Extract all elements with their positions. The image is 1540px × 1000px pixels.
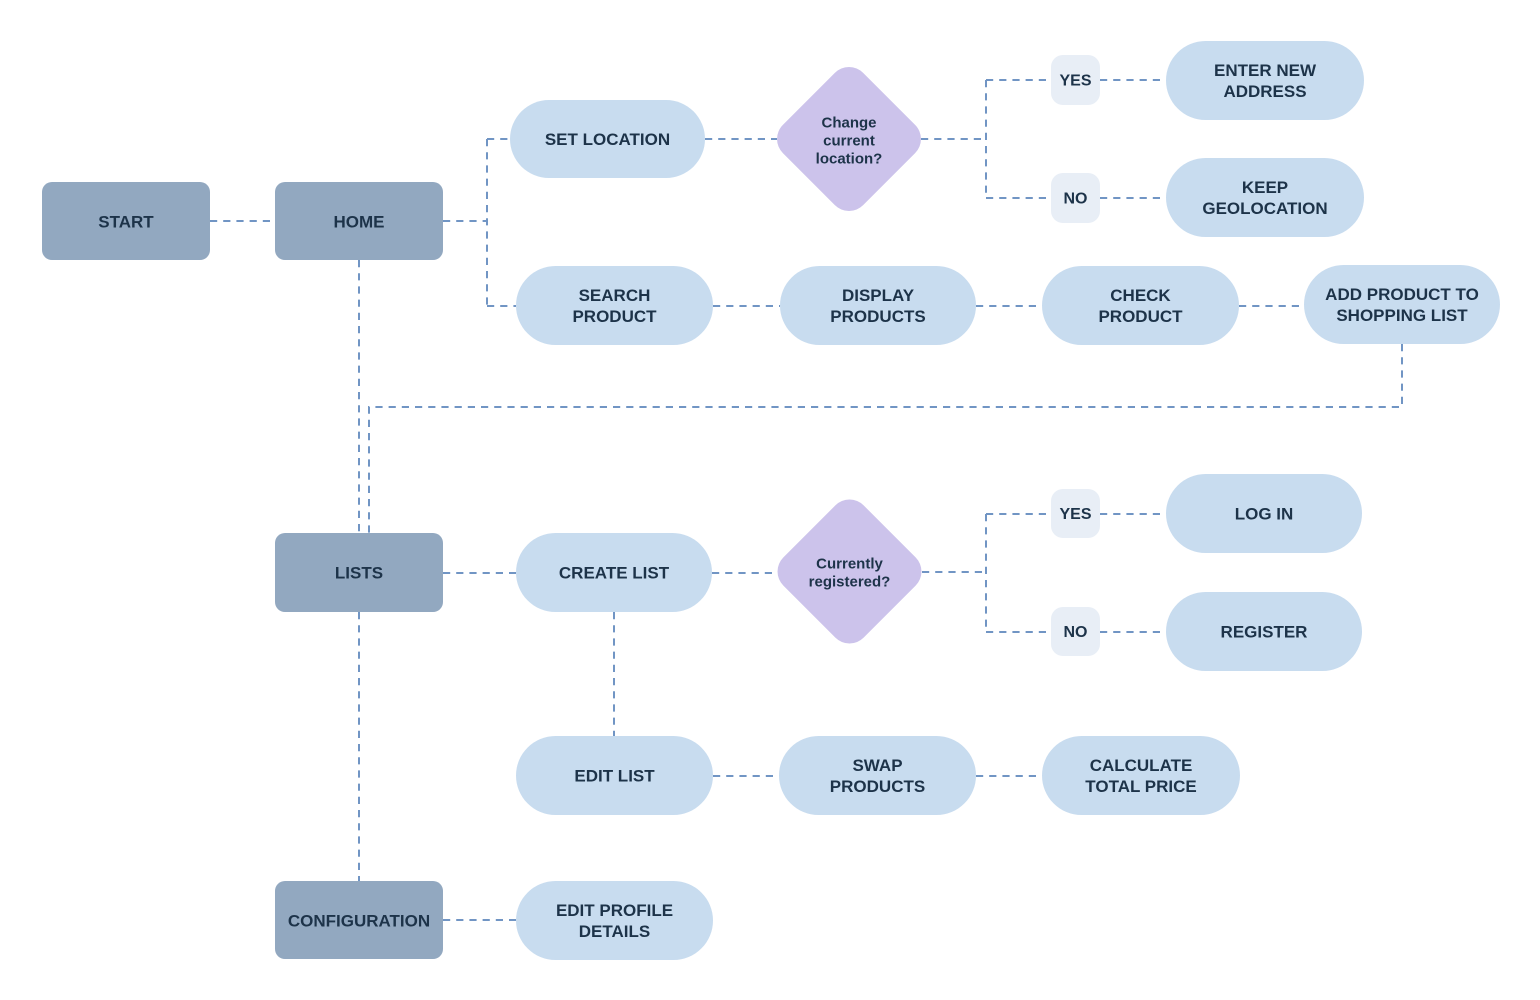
svg-text:REGISTER: REGISTER — [1221, 623, 1308, 642]
svg-text:CONFIGURATION: CONFIGURATION — [288, 912, 430, 931]
svg-text:START: START — [98, 213, 154, 232]
svg-text:CALCULATE: CALCULATE — [1090, 756, 1193, 775]
svg-text:SHOPPING LIST: SHOPPING LIST — [1336, 306, 1468, 325]
svg-text:TOTAL PRICE: TOTAL PRICE — [1085, 777, 1196, 796]
svg-text:CHECK: CHECK — [1110, 286, 1171, 305]
svg-text:DISPLAY: DISPLAY — [842, 286, 915, 305]
svg-text:ADD PRODUCT TO: ADD PRODUCT TO — [1325, 285, 1479, 304]
svg-text:HOME: HOME — [334, 213, 385, 232]
svg-text:SET LOCATION: SET LOCATION — [545, 130, 670, 149]
svg-text:Currently: Currently — [816, 556, 883, 573]
svg-text:YES: YES — [1059, 506, 1091, 523]
svg-text:GEOLOCATION: GEOLOCATION — [1202, 199, 1327, 218]
svg-text:SWAP: SWAP — [852, 756, 902, 775]
svg-text:NO: NO — [1064, 624, 1088, 641]
svg-text:PRODUCTS: PRODUCTS — [830, 307, 925, 326]
svg-text:ADDRESS: ADDRESS — [1223, 82, 1306, 101]
svg-text:EDIT LIST: EDIT LIST — [574, 767, 655, 786]
svg-text:ENTER NEW: ENTER NEW — [1214, 61, 1317, 80]
svg-text:LOG IN: LOG IN — [1235, 505, 1294, 524]
svg-text:registered?: registered? — [809, 574, 891, 591]
svg-text:DETAILS: DETAILS — [579, 922, 650, 941]
svg-text:CREATE LIST: CREATE LIST — [559, 564, 670, 583]
svg-text:PRODUCTS: PRODUCTS — [830, 777, 925, 796]
svg-text:SEARCH: SEARCH — [579, 286, 651, 305]
svg-text:KEEP: KEEP — [1242, 178, 1288, 197]
svg-text:NO: NO — [1064, 191, 1088, 208]
svg-text:YES: YES — [1059, 73, 1091, 90]
svg-text:PRODUCT: PRODUCT — [1098, 307, 1183, 326]
svg-text:current: current — [823, 133, 875, 150]
svg-text:Change: Change — [821, 115, 876, 132]
svg-text:LISTS: LISTS — [335, 564, 383, 583]
svg-text:location?: location? — [816, 151, 883, 168]
svg-text:EDIT PROFILE: EDIT PROFILE — [556, 901, 673, 920]
svg-text:PRODUCT: PRODUCT — [572, 307, 657, 326]
